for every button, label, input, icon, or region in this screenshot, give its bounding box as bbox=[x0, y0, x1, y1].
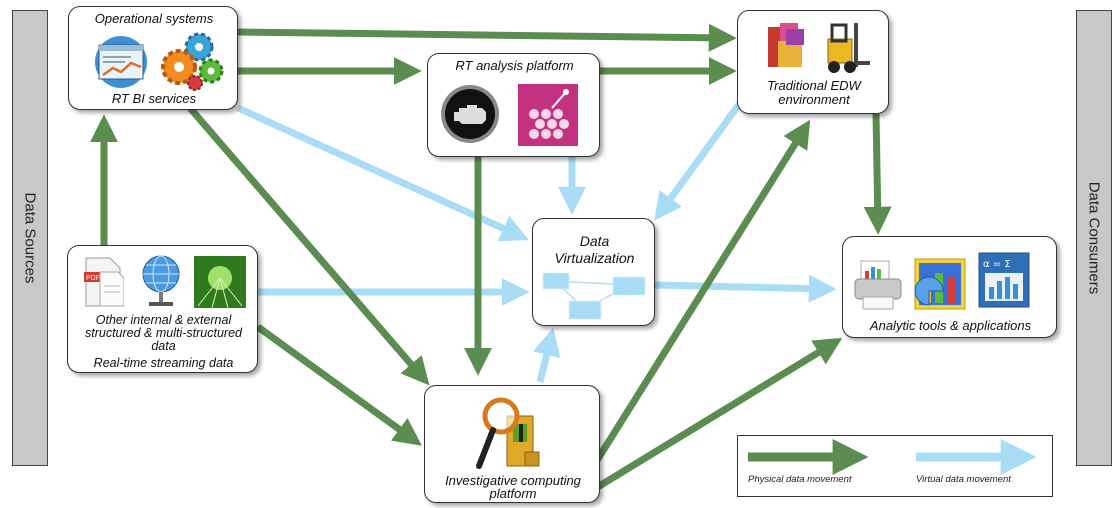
streaming-data-icon bbox=[194, 256, 246, 308]
investigative-label-line1: Investigative computing bbox=[445, 473, 581, 488]
documents-icon: PDF bbox=[84, 257, 124, 307]
legend-arrows bbox=[748, 439, 1037, 475]
virtual-network-icon bbox=[542, 272, 646, 320]
physical-arrow-sources-to-investigative bbox=[255, 324, 422, 446]
legend-virtual-label: Virtual data movement bbox=[916, 474, 1011, 485]
traditional-edw-node: Traditional EDW environment bbox=[737, 10, 889, 114]
virtualization-label-line1: Data bbox=[579, 233, 610, 249]
virtual-arrow-edw-to-virtualization bbox=[654, 100, 743, 221]
printer-chart-icon bbox=[854, 260, 902, 310]
formula-chart-icon: α = Σ bbox=[978, 252, 1030, 308]
pie-bar-chart-icon bbox=[914, 258, 966, 310]
rt-analysis-platform-title: RT analysis platform bbox=[455, 58, 574, 73]
magnifier-investigation-icon bbox=[476, 397, 540, 469]
sources-label-line3: data bbox=[151, 339, 176, 353]
globe-network-icon bbox=[142, 255, 180, 306]
molecule-analytics-icon bbox=[518, 84, 578, 146]
edw-label-line1: Traditional EDW bbox=[767, 78, 861, 93]
data-virtualization-node: Data Virtualization bbox=[532, 218, 655, 326]
virtual-arrow-operational-to-virtualization bbox=[236, 104, 529, 242]
physical-arrow-operational-to-investigative bbox=[187, 105, 430, 386]
sources-label-line1: Other internal & external bbox=[95, 313, 232, 327]
rt-analysis-platform-node: RT analysis platform bbox=[427, 53, 600, 157]
data-sources-node: PDF Other internal & external structured… bbox=[67, 245, 258, 373]
data-consumers-bar: Data Consumers bbox=[1076, 10, 1112, 466]
gears-icon bbox=[161, 32, 224, 91]
svg-text:PDF: PDF bbox=[86, 275, 100, 282]
sources-label-line2: structured & multi-structured bbox=[85, 326, 242, 340]
investigative-label-line2: platform bbox=[489, 486, 537, 501]
analytic-tools-node: α = Σ Analytic tools & applications bbox=[842, 236, 1057, 338]
physical-arrow-investigative-to-edw bbox=[593, 119, 811, 464]
legend-physical-label: Physical data movement bbox=[748, 474, 852, 485]
investigative-computing-node: Investigative computing platform bbox=[424, 385, 600, 503]
virtual-arrow-virtualization-to-analytic bbox=[654, 274, 837, 303]
legend: Physical data movement Virtual data move… bbox=[737, 435, 1053, 497]
virtualization-label-line2: Virtualization bbox=[554, 250, 635, 266]
operational-systems-title: Operational systems bbox=[94, 11, 214, 26]
dashboard-chart-icon bbox=[95, 36, 147, 88]
operational-systems-node: Operational systems RT BI services bbox=[68, 6, 238, 110]
physical-arrow-edw-to-analytic bbox=[863, 113, 892, 235]
edw-label-line2: environment bbox=[778, 92, 850, 107]
forklift-icon bbox=[827, 23, 870, 73]
analytic-tools-label: Analytic tools & applications bbox=[869, 318, 1032, 333]
data-cubes-icon bbox=[768, 23, 804, 67]
svg-text:α = Σ: α = Σ bbox=[983, 259, 1011, 270]
engine-warning-icon bbox=[441, 85, 499, 143]
physical-arrow-operational-to-edw bbox=[237, 23, 737, 52]
virtual-arrow-investigative-to-virtualization bbox=[533, 327, 561, 383]
sources-label-line4: Real-time streaming data bbox=[93, 356, 234, 370]
physical-arrow-investigative-to-analytic bbox=[594, 337, 843, 491]
data-sources-bar: Data Sources bbox=[12, 10, 48, 466]
rt-bi-services-label: RT BI services bbox=[111, 91, 197, 106]
